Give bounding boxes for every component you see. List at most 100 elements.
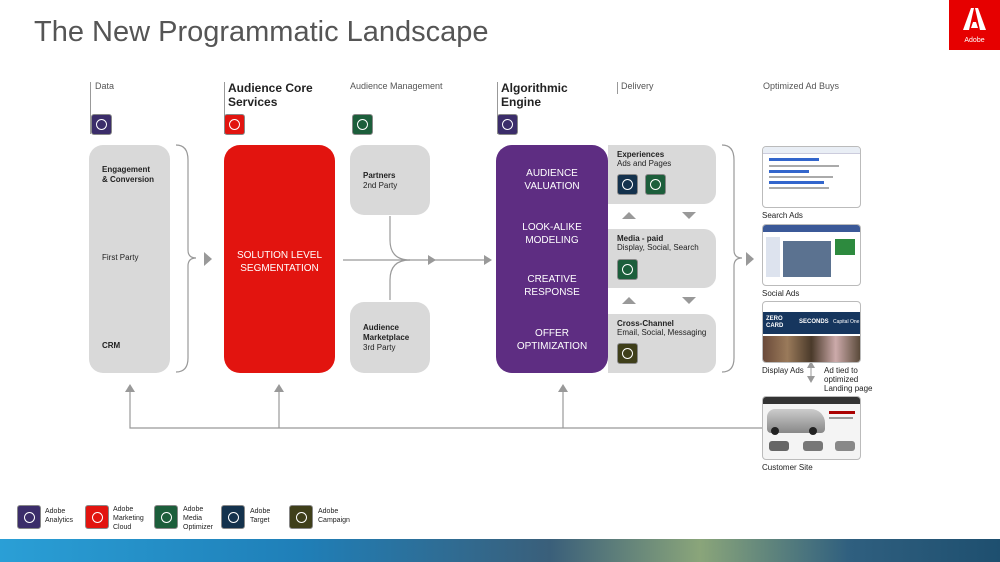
ad-tied-label-2: optimized [824,375,859,384]
column-label-data: Data [95,81,115,91]
media-paid-title: Media - paid [617,234,664,243]
engine-item-offer-2: OPTIMIZATION [516,341,588,352]
arrow-up-core [274,384,284,392]
partners-box [350,145,430,215]
feedback-loop [129,390,762,429]
engagement-label-1: Engagement [102,165,151,174]
legend-analytics: Adobe Analytics [45,507,73,525]
search-ads-label: Search Ads [762,211,803,220]
ad-tied-label-1: Ad tied to [824,366,858,375]
legend-media-line1: Adobe [183,506,204,513]
display-ads-label: Display Ads [762,366,804,375]
adobe-logo-text: Adobe [964,37,985,44]
engine-item-creative-2: RESPONSE [524,287,580,298]
engine-item-creative-1: CREATIVE [527,274,577,285]
media-optimizer-icon [617,259,638,280]
customer-site-label: Customer Site [762,463,813,472]
algorithmic-engine-box [496,145,608,373]
marketplace-box [350,302,430,373]
partners-merge-line [389,216,411,261]
arrow-merge [428,255,436,265]
arrow-up-engine [558,384,568,392]
legend-media-line3: Optimizer [183,524,213,531]
crm-label: CRM [102,341,121,350]
media-optimizer-icon [352,114,373,135]
column-label-audience-core: Audience Core Services [228,81,313,109]
legend-campaign-line2: Campaign [318,517,350,524]
arrow-to-core [204,252,212,266]
legend-target-line2: Target [250,517,270,524]
marketplace-sub: 3rd Party [363,343,396,352]
legend-marketing-line3: Cloud [113,524,132,531]
column-label-audience-management: Audience Management [350,81,443,91]
column-divider-data [90,82,91,134]
legend-marketing-line1: Adobe [113,506,134,513]
column-label-optimized-ad-buys: Optimized Ad Buys [763,81,840,91]
legend-target-line1: Adobe [250,508,271,515]
experiences-sub: Ads and Pages [617,159,672,168]
customer-site-thumbnail [762,396,861,460]
legend-analytics-line2: Analytics [45,517,74,524]
data-bracket [175,144,197,373]
arrow-up-ad-tied [807,361,815,368]
display-banner-left: ZERO CARD [766,316,784,329]
arrow-up-delivery-2 [622,297,636,304]
arrow-up-data [125,384,135,392]
analytics-icon [497,114,518,135]
analytics-icon [91,114,112,135]
legend-target: Adobe Target [250,507,270,525]
legend-marketing-line2: Marketing [113,515,144,522]
marketplace-merge-line [389,259,411,300]
column-divider-core [224,82,225,134]
marketing-cloud-icon [85,505,109,529]
partners-sub: 2nd Party [363,181,398,190]
engine-item-lookalike-1: LOOK-ALIKE [522,222,582,233]
cross-channel-title: Cross-Channel [617,319,674,328]
campaign-icon [617,343,638,364]
engine-item-offer-1: OFFER [535,328,569,339]
legend-campaign-line1: Adobe [318,508,339,515]
legend-marketing: Adobe Marketing Cloud [113,505,144,532]
marketplace-title-2: Marketplace [363,333,410,342]
engine-item-audience-valuation-2: VALUATION [524,181,580,192]
partners-title: Partners [363,171,396,180]
arrow-to-engine [484,255,492,265]
adobe-a-icon [963,8,986,30]
solution-label-1: SOLUTION LEVEL [236,250,323,261]
column-label-delivery: Delivery [621,81,654,91]
cross-channel-sub: Email, Social, Messaging [617,328,707,337]
legend-media-line2: Media [183,515,203,522]
column-divider-engine [497,82,498,134]
legend-media: Adobe Media Optimizer [183,505,213,532]
engagement-label-2: & Conversion [102,175,155,184]
first-party-label: First Party [102,253,139,262]
media-paid-sub: Display, Social, Search [617,243,699,252]
marketplace-title-1: Audience [363,323,400,332]
adobe-logo: Adobe [949,0,1000,50]
legend-campaign: Adobe Campaign [318,507,350,525]
arrow-to-ads [746,252,754,266]
delivery-bracket [721,144,743,373]
engine-item-lookalike-2: MODELING [525,235,579,246]
footer-decorative-band [0,539,1000,562]
target-icon [221,505,245,529]
ad-tied-label-3: Landing page [824,384,873,393]
page-title: The New Programmatic Landscape [34,16,489,48]
social-ads-thumbnail [762,224,861,286]
search-ads-thumbnail [762,146,861,208]
analytics-icon [17,505,41,529]
social-ads-label: Social Ads [762,289,800,298]
legend-analytics-line1: Adobe [45,508,66,515]
display-banner-mid: SECONDS [799,319,829,325]
solution-segmentation-box [224,145,335,373]
arrow-down-delivery-1 [682,212,696,219]
media-optimizer-icon [154,505,178,529]
column-divider-delivery [617,82,618,94]
marketing-cloud-icon [224,114,245,135]
display-banner-brand: Capital One [833,319,860,325]
media-optimizer-icon [645,174,666,195]
solution-label-2: SEGMENTATION [240,263,319,274]
arrow-down-delivery-2 [682,297,696,304]
engine-item-audience-valuation-1: AUDIENCE [526,168,578,179]
